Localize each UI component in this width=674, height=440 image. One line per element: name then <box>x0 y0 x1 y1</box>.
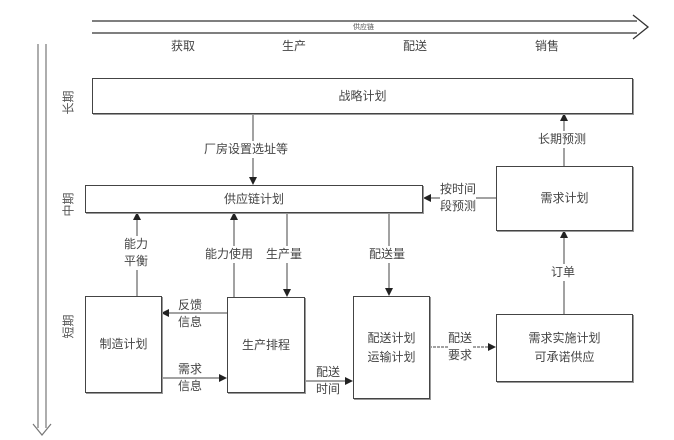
manufacturing-plan-box[interactable]: 制造计划 <box>85 296 162 393</box>
demand-plan-label: 需求计划 <box>540 191 589 205</box>
horizon-short-term: 短期 <box>61 314 76 339</box>
feedback-info-label: 反馈 信息 <box>178 298 203 329</box>
delivery-requirement-label: 配送 要求 <box>448 330 473 364</box>
production-scheduling-box[interactable]: 生产排程 <box>227 297 305 393</box>
horizon-long-term: 长期 <box>61 90 76 115</box>
capacity-usage-label: 能力使用 <box>205 246 254 263</box>
distribution-plan-label: 配送计划 <box>367 330 416 345</box>
stage-acquire: 获取 <box>171 39 196 53</box>
manufacturing-plan-label: 制造计划 <box>99 337 148 351</box>
demand-fulfillment-label: 需求实施计划 <box>528 331 601 345</box>
delivery-time-label: 配送 时间 <box>316 365 341 396</box>
strategic-plan-box[interactable]: 战略计划 <box>92 78 633 114</box>
capacity-balance-label: 能力 平衡 <box>124 236 149 270</box>
delivery-volume-label: 配送量 <box>369 246 406 263</box>
production-volume-label: 生产量 <box>266 246 303 263</box>
supply-chain-arrow-label: 供应链 <box>353 23 374 31</box>
stage-sell: 销售 <box>535 39 560 53</box>
demand-fulfillment-box[interactable]: 需求实施计划 可承诺供应 <box>496 314 633 382</box>
distribution-plan-box[interactable]: 配送计划 运输计划 <box>353 296 430 399</box>
stage-produce: 生产 <box>282 39 307 53</box>
period-forecast-label: 按时间 段预测 <box>440 181 477 215</box>
long-term-forecast-label: 长期预测 <box>538 131 587 148</box>
order-label: 订单 <box>551 264 576 281</box>
supply-chain-plan-label: 供应链计划 <box>223 191 284 206</box>
production-scheduling-label: 生产排程 <box>241 337 290 352</box>
supply-chain-arrow <box>92 14 650 40</box>
available-to-promise-label: 可承诺供应 <box>534 350 595 364</box>
horizon-mid-term: 中期 <box>61 192 76 217</box>
site-selection-label: 厂房设置选址等 <box>204 141 289 158</box>
strategic-plan-label: 战略计划 <box>338 88 387 103</box>
stage-distribute: 配送 <box>403 39 428 53</box>
transport-plan-label: 运输计划 <box>367 349 416 364</box>
demand-info-label: 需求 信息 <box>178 362 203 393</box>
time-horizon-arrow <box>32 44 52 436</box>
demand-plan-box[interactable]: 需求计划 <box>496 166 633 231</box>
supply-chain-plan-box[interactable]: 供应链计划 <box>85 185 423 213</box>
